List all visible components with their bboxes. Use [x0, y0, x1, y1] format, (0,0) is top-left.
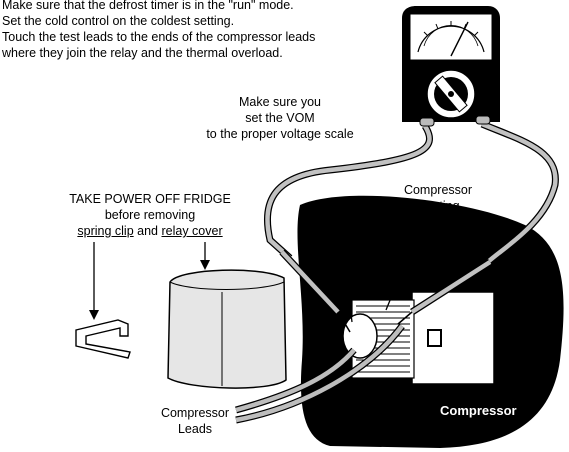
test-lead-left: [264, 124, 433, 333]
starting-relay-label-line-1: Compressor: [403, 183, 473, 197]
vom-note-line-2: set the VOM: [245, 111, 315, 125]
vom-jack-right: [475, 115, 491, 125]
vom-note-line-1: Make sure you: [239, 95, 321, 109]
vom-jack-left: [419, 117, 435, 127]
compressor-leads-label-line-2: Leads: [177, 422, 213, 436]
power-note-line-1: TAKE POWER OFF FRIDGE: [69, 192, 231, 206]
arrow-spring-clip: [89, 242, 99, 320]
test-lead-right: [397, 120, 559, 325]
thermal-overload-disc: [342, 313, 378, 359]
compressor-label: Compressor: [440, 403, 517, 418]
compressor-leads: [235, 323, 405, 424]
instruction-line-1: Make sure that the defrost timer is in t…: [2, 0, 294, 12]
vom-note: Make sure you set the VOM to the proper …: [180, 94, 380, 142]
relay-cover: [167, 269, 287, 389]
vom-meter: [402, 6, 500, 127]
starting-relay-label: Compressor Starting Relay: [390, 182, 486, 230]
spring-clip-label: spring clip: [77, 224, 134, 238]
pointer-starting-relay: [385, 231, 419, 311]
and-label: and: [137, 224, 158, 238]
relay-cover-label: relay cover: [161, 224, 223, 238]
thermal-overload-label-line-1: Thermal: [317, 199, 363, 213]
thermal-overload-label-line-2: Overload: [314, 215, 366, 229]
power-note: TAKE POWER OFF FRIDGE before removing sp…: [40, 191, 260, 239]
compressor-leads-label: Compressor Leads: [150, 405, 240, 437]
power-note-line-3: spring clip and relay cover: [40, 223, 260, 239]
arrow-relay-cover: [200, 242, 210, 270]
vom-display: [409, 13, 493, 61]
thermal-overload-label: Thermal Overload (Disc): [300, 198, 380, 246]
starting-relay-label-line-3: Relay: [422, 215, 454, 229]
instruction-line-3: Touch the test leads to the ends of the …: [2, 30, 316, 44]
instruction-line-4: where they join the relay and the therma…: [2, 46, 283, 60]
relay-terminal-square: [427, 329, 442, 347]
instruction-line-2: Set the cold control on the coldest sett…: [2, 14, 235, 28]
compressor-leads-label-line-1: Compressor: [160, 406, 230, 420]
spring-clip: [75, 319, 131, 359]
thermal-overload-label-line-3: (Disc): [323, 231, 357, 245]
pointer-thermal-overload: [342, 247, 353, 323]
power-note-line-2: before removing: [104, 208, 196, 222]
vom-note-line-3: to the proper voltage scale: [206, 127, 354, 141]
starting-relay-label-line-2: Starting: [416, 199, 460, 213]
